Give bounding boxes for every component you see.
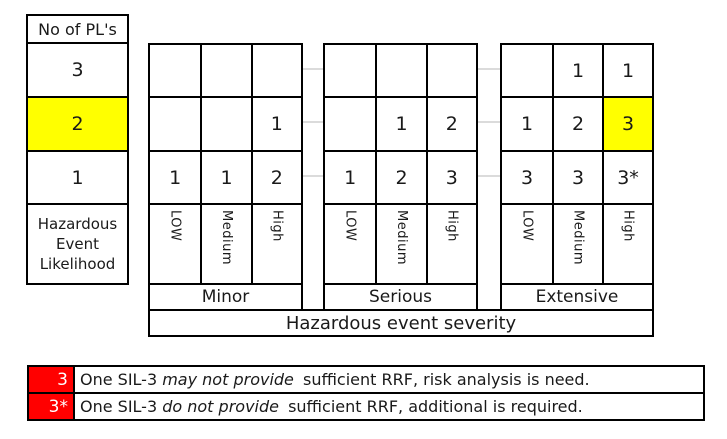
matrix-cell: 2 [425, 96, 476, 150]
matrix-group-minor: 1 1 1 2 LOW Medium High [148, 43, 303, 285]
column-header-high: High [425, 203, 476, 283]
matrix-cell: 1 [250, 96, 301, 150]
column-header-low: LOW [150, 203, 201, 283]
column-header-high: High [250, 203, 301, 283]
legend-text: One SIL-3 do not provide sufficient RRF,… [75, 394, 703, 419]
column-header-medium: Medium [552, 203, 602, 283]
matrix-group-serious: 1 2 1 2 3 LOW Medium High [323, 43, 478, 285]
severity-label-serious: Serious [323, 283, 478, 311]
severity-label-extensive: Extensive [500, 283, 654, 311]
legend-row-sil3: 3 One SIL-3 may not provide sufficient R… [29, 367, 703, 392]
likelihood-block: No of PL's 3 2 1 Hazardous Event Likelih… [26, 14, 129, 285]
matrix-cell: 3 [425, 150, 476, 203]
column-header-label: High [620, 210, 636, 242]
matrix-cell: 2 [250, 150, 301, 203]
likelihood-value-2-highlighted: 2 [28, 96, 127, 150]
matrix-cell: 1 [602, 45, 652, 96]
legend-text-emphasis: do not provide [162, 397, 279, 416]
matrix-cell: 1 [325, 150, 376, 203]
matrix-cell: 1 [200, 150, 251, 203]
column-header-low: LOW [325, 203, 376, 283]
legend-text-emphasis: may not provide [162, 370, 294, 389]
column-header-label: High [269, 210, 285, 242]
legend-text-suffix: sufficient RRF, additional is required. [282, 397, 583, 416]
gridline-stub [477, 121, 500, 123]
column-header-low: LOW [502, 203, 552, 283]
legend-text-suffix: sufficient RRF, risk analysis is need. [297, 370, 590, 389]
matrix-cell: 2 [552, 96, 602, 150]
gridline-stub [477, 68, 500, 70]
matrix-cell-highlighted: 3 [602, 96, 652, 150]
column-header-label: LOW [519, 210, 535, 242]
column-header-medium: Medium [375, 203, 426, 283]
matrix-cell [375, 45, 425, 96]
gridline-stub [302, 121, 323, 123]
column-header-medium: Medium [200, 203, 251, 283]
column-header-label: Medium [393, 210, 409, 265]
likelihood-value-3: 3 [28, 42, 127, 96]
matrix-cell: 1 [502, 96, 552, 150]
matrix-cell [250, 45, 301, 96]
matrix-cell: 3 [502, 150, 552, 203]
legend-text-prefix: One SIL-3 [80, 397, 163, 416]
matrix-cell [200, 96, 251, 150]
matrix-group-extensive: 1 1 1 2 3 3 3 3* LOW Medium High [500, 43, 654, 285]
column-header-label: LOW [342, 210, 358, 242]
matrix-cell [502, 45, 552, 96]
legend-key-3star: 3* [29, 394, 75, 419]
gridline-stub [302, 68, 323, 70]
column-header-label: LOW [167, 210, 183, 242]
matrix-cell [150, 96, 201, 150]
gridline-stub [477, 175, 500, 177]
matrix-cell [200, 45, 250, 96]
legend-text: One SIL-3 may not provide sufficient RRF… [75, 367, 703, 392]
matrix-cell: 1 [150, 150, 201, 203]
column-header-label: Medium [218, 210, 234, 265]
matrix-cell: 1 [552, 45, 602, 96]
column-header-high: High [602, 203, 652, 283]
gridline-stub [302, 175, 323, 177]
matrix-cell: 2 [375, 150, 426, 203]
matrix-cell [425, 45, 476, 96]
likelihood-axis-label: Hazardous Event Likelihood [28, 203, 127, 283]
legend-key-3: 3 [29, 367, 75, 392]
likelihood-header: No of PL's [38, 19, 117, 39]
column-header-label: Medium [570, 210, 586, 265]
legend: 3 One SIL-3 may not provide sufficient R… [27, 365, 705, 421]
matrix-cell [325, 45, 375, 96]
matrix-cell [150, 45, 200, 96]
legend-row-sil3-star: 3* One SIL-3 do not provide sufficient R… [29, 392, 703, 419]
matrix-cell: 3* [602, 150, 652, 203]
severity-axis-title: Hazardous event severity [148, 309, 654, 337]
column-header-label: High [444, 210, 460, 242]
matrix-cell: 1 [375, 96, 426, 150]
severity-label-minor: Minor [148, 283, 303, 311]
likelihood-value-1: 1 [28, 150, 127, 203]
legend-text-prefix: One SIL-3 [80, 370, 163, 389]
matrix-cell [325, 96, 376, 150]
matrix-cell: 3 [552, 150, 602, 203]
